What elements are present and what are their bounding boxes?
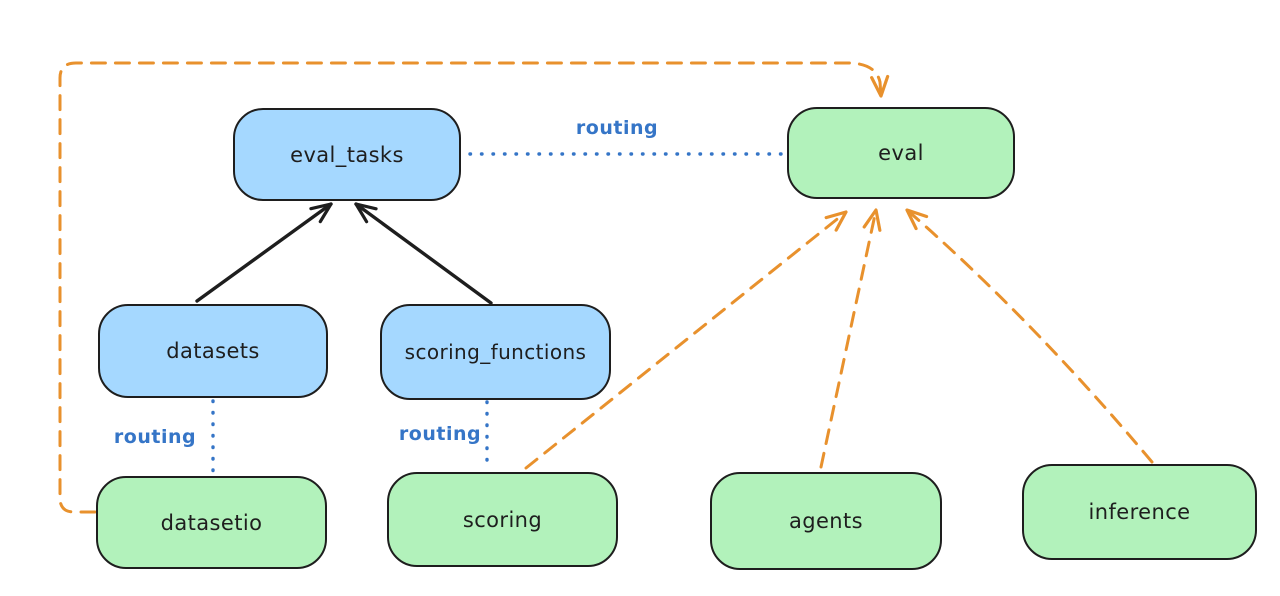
node-scoring-functions: scoring_functions bbox=[380, 304, 611, 400]
node-eval: eval bbox=[787, 107, 1015, 199]
edge-scoring-functions-to-eval-tasks bbox=[354, 202, 493, 305]
edge-agents-to-eval bbox=[819, 208, 882, 469]
node-scoring: scoring bbox=[387, 472, 618, 567]
node-inference-label: inference bbox=[1088, 500, 1191, 524]
node-scoring-label: scoring bbox=[462, 507, 543, 532]
edge-inference-to-eval bbox=[905, 208, 1154, 464]
edge-datasets-to-eval-tasks bbox=[195, 202, 333, 303]
node-eval-label: eval bbox=[878, 141, 924, 165]
edge-label-routing-top: routing bbox=[575, 117, 659, 139]
edge-label-routing-left: routing bbox=[113, 426, 197, 448]
edge-datasetio-to-eval bbox=[58, 61, 890, 514]
node-agents-label: agents bbox=[788, 509, 863, 533]
node-datasets: datasets bbox=[98, 304, 328, 398]
node-datasetio: datasetio bbox=[96, 476, 327, 569]
node-datasetio-label: datasetio bbox=[160, 510, 263, 535]
node-datasets-label: datasets bbox=[166, 339, 260, 363]
node-eval-tasks-label: eval_tasks bbox=[290, 142, 404, 167]
node-inference: inference bbox=[1022, 464, 1257, 560]
node-agents: agents bbox=[710, 472, 942, 570]
node-eval-tasks: eval_tasks bbox=[233, 108, 461, 201]
node-scoring-functions-label: scoring_functions bbox=[404, 340, 587, 364]
edge-scoring-to-eval bbox=[524, 210, 848, 470]
edge-label-routing-mid: routing bbox=[398, 423, 482, 445]
